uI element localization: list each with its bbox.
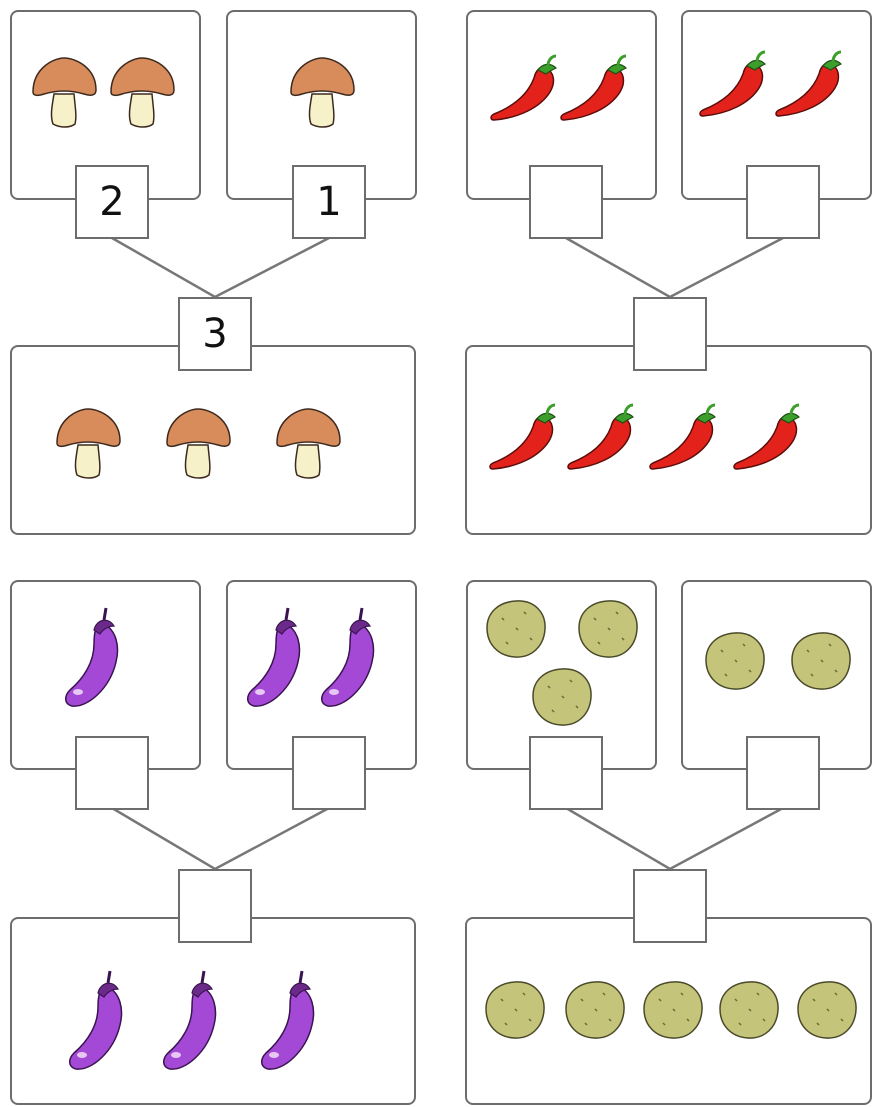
mushroom-icon <box>164 407 232 483</box>
right-count-box[interactable] <box>746 736 820 810</box>
mushroom-icon <box>108 56 176 132</box>
potato-icon <box>789 630 853 696</box>
whole-box <box>465 917 872 1105</box>
potato-icon <box>484 598 548 664</box>
potato-icon <box>795 979 859 1045</box>
potato-icon <box>483 979 547 1045</box>
chili-pepper-icon <box>487 403 563 477</box>
chili-pepper-icon <box>697 50 773 124</box>
chili-pepper-icon <box>647 403 723 477</box>
left-count-box[interactable] <box>529 165 603 239</box>
total-count-box[interactable] <box>633 297 707 371</box>
total-count-box[interactable]: 3 <box>178 297 252 371</box>
potato-icon <box>530 666 594 732</box>
eggplant-icon <box>260 967 322 1079</box>
total-count-box[interactable] <box>633 869 707 943</box>
chili-pepper-icon <box>488 54 564 128</box>
potato-icon <box>703 630 767 696</box>
whole-box <box>10 917 416 1105</box>
left-part-box <box>10 10 201 200</box>
total-count-box[interactable] <box>178 869 252 943</box>
chili-pepper-icon <box>773 50 849 124</box>
potato-icon <box>563 979 627 1045</box>
eggplant-icon <box>320 604 382 716</box>
right-count-box[interactable]: 1 <box>292 165 366 239</box>
chili-pepper-icon <box>565 403 641 477</box>
eggplant-icon <box>246 604 308 716</box>
chili-pepper-icon <box>558 54 634 128</box>
potato-icon <box>576 598 640 664</box>
potato-icon <box>717 979 781 1045</box>
mushroom-icon <box>274 407 342 483</box>
left-part-box <box>10 580 201 770</box>
eggplant-icon <box>68 967 130 1079</box>
left-count-box[interactable] <box>529 736 603 810</box>
left-count-box[interactable]: 2 <box>75 165 149 239</box>
mushroom-icon <box>30 56 98 132</box>
chili-pepper-icon <box>731 403 807 477</box>
right-count-box[interactable] <box>292 736 366 810</box>
eggplant-icon <box>162 967 224 1079</box>
potato-icon <box>641 979 705 1045</box>
mushroom-icon <box>54 407 122 483</box>
right-count-box[interactable] <box>746 165 820 239</box>
eggplant-icon <box>64 604 126 716</box>
left-count-box[interactable] <box>75 736 149 810</box>
mushroom-icon <box>288 56 356 132</box>
whole-box <box>465 345 872 535</box>
